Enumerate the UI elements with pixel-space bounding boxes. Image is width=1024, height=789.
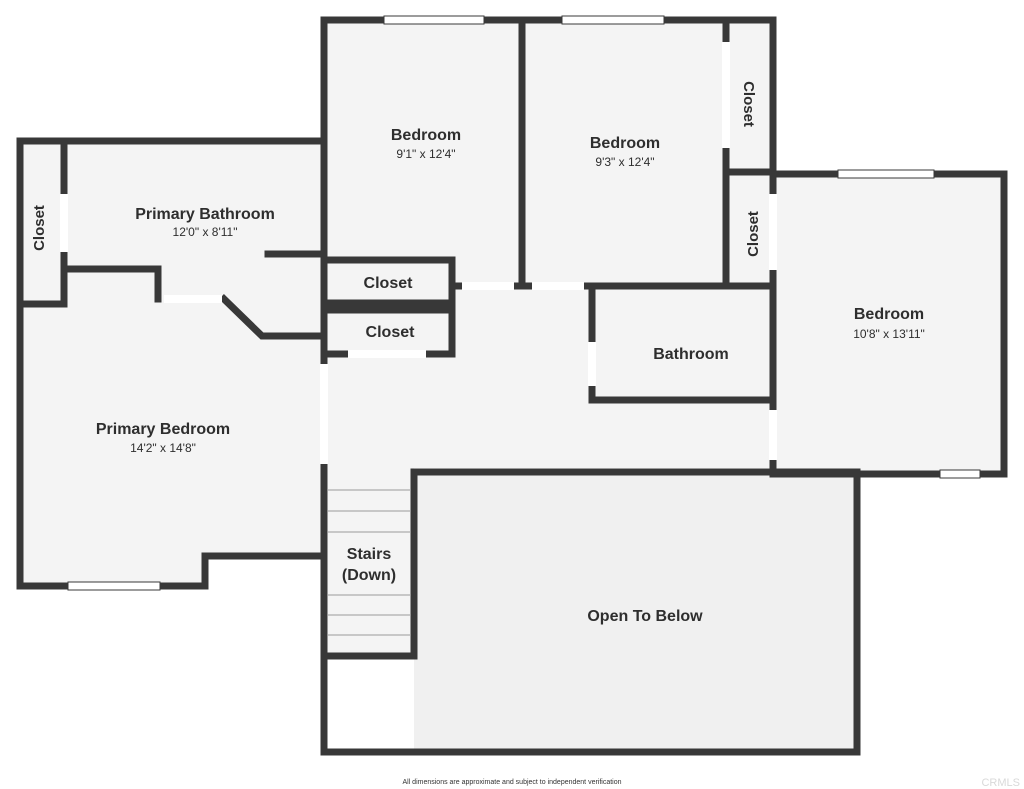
window [561,15,665,25]
watermark-text: CRMLS [981,777,1020,789]
closet-mid-right-name: Closet [745,211,762,257]
bedroom-1-dims: 9'1" x 12'4" [396,147,455,161]
floor-fills [20,20,1004,752]
closet-hall-lower-name: Closet [366,324,416,341]
doorway [320,364,328,464]
doorway [348,350,426,358]
openings [60,42,777,464]
wall [320,306,456,358]
bedroom-3-name: Bedroom [854,306,924,323]
bedroom-3-dims: 10'8" x 13'11" [853,327,925,341]
primary-bathroom-name: Primary Bathroom [135,206,275,223]
wall [320,256,456,307]
stairs-line-2: (Down) [342,567,396,584]
wall [219,294,328,340]
doorway [462,282,514,290]
floor-open-to-below [414,474,857,752]
primary-bedroom-dims: 14'2" x 14'8" [130,441,196,455]
window [383,15,485,25]
wall [60,265,162,303]
room-labels: Bedroom 9'1" x 12'4" Bedroom 9'3" x 12'4… [31,81,925,625]
primary-bedroom-name: Primary Bedroom [96,421,230,438]
disclaimer-text: All dimensions are approximate and subje… [402,779,621,786]
doorway [769,194,777,270]
bathroom-name: Bathroom [653,346,729,363]
window [67,581,161,591]
window [837,169,935,179]
bedroom-2-dims: 9'3" x 12'4" [595,155,654,169]
bedroom-2-name: Bedroom [590,135,660,152]
doorway [769,410,777,460]
window [939,469,981,479]
doorway [588,342,596,386]
doorway [722,42,730,148]
closet-hall-upper-name: Closet [364,275,414,292]
windows [67,15,981,591]
primary-bathroom-dims: 12'0" x 8'11" [173,225,238,239]
doorway [164,295,222,303]
closet-left-name: Closet [31,205,48,251]
floor-main [20,20,1004,656]
stairs-line-1: Stairs [347,546,392,563]
closet-top-right-name: Closet [740,81,757,127]
walls [16,16,1008,756]
stairs-treads [328,489,411,636]
doorway [532,282,584,290]
doorway [60,194,68,252]
bedroom-1-name: Bedroom [391,127,461,144]
open-to-below-name: Open To Below [587,608,703,625]
